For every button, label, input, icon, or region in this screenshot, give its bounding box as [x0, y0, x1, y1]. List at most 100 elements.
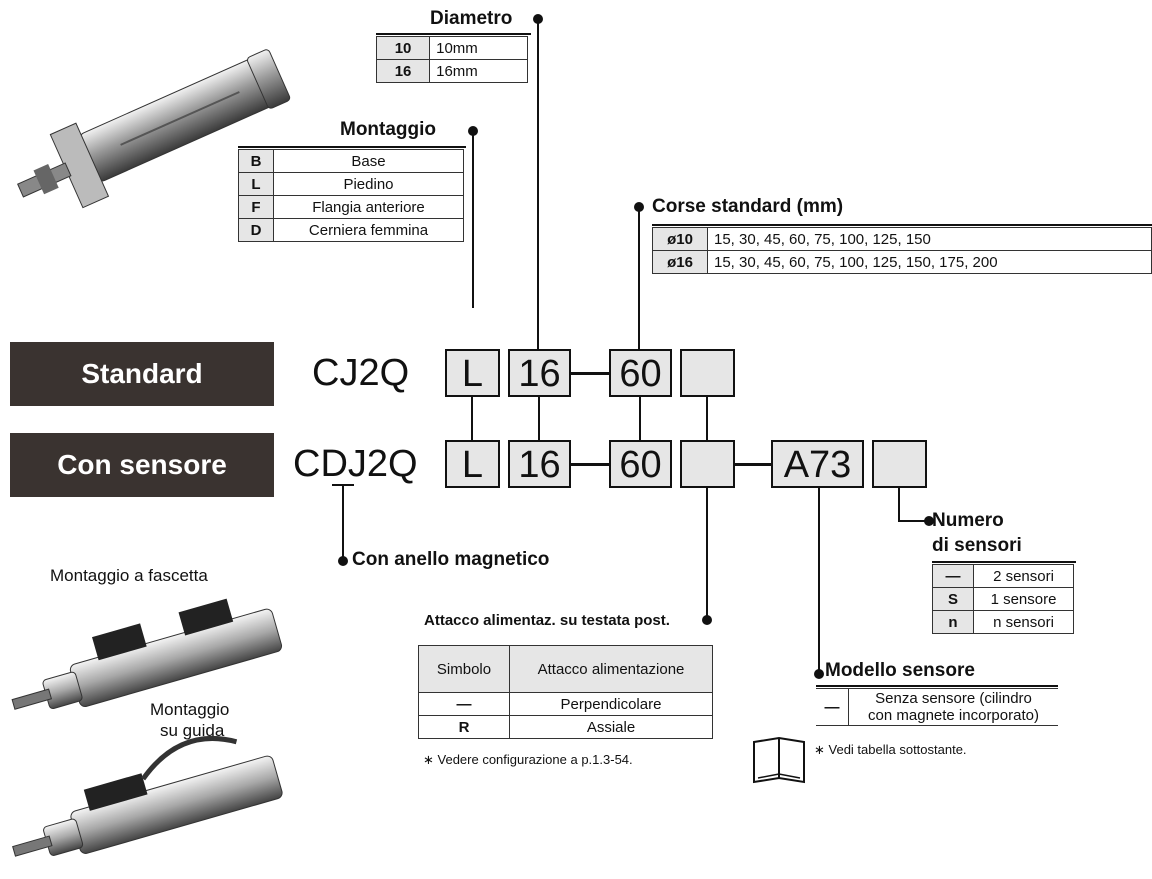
- table-row: —2 sensori: [933, 565, 1074, 588]
- diametro-title: Diametro: [430, 8, 512, 30]
- numero-topline: [932, 561, 1076, 563]
- photo-caption-fascetta: Montaggio a fascetta: [50, 566, 208, 586]
- cell-code: ø10: [653, 228, 708, 251]
- table-row: 1010mm: [377, 37, 528, 60]
- diametro-leader: [537, 18, 539, 349]
- table-row: —Perpendicolare: [419, 693, 713, 716]
- standard-code-bore: 16: [508, 349, 571, 397]
- attacco-leader: [706, 488, 708, 619]
- corse-table: ø1015, 30, 45, 60, 75, 100, 125, 150 ø16…: [652, 227, 1152, 274]
- cell-value: 2 sensori: [974, 565, 1074, 588]
- attacco-title: Attacco alimentaz. su testata post.: [424, 612, 670, 629]
- cell-code: —: [816, 689, 849, 726]
- connector-port: [706, 397, 708, 440]
- cell-code: —: [933, 565, 974, 588]
- cell-code: n: [933, 611, 974, 634]
- numero-leader-v: [898, 488, 900, 522]
- sensor-code-count: [872, 440, 927, 488]
- cell-value-line: con magnete incorporato): [855, 707, 1052, 724]
- connector-stroke: [639, 397, 641, 440]
- cell-code: D: [239, 219, 274, 242]
- cell-code: ø16: [653, 251, 708, 274]
- table-row: BBase: [239, 150, 464, 173]
- cell-code: 10: [377, 37, 430, 60]
- montaggio-leader: [472, 130, 474, 308]
- numero-title-1: Numero: [932, 510, 1004, 532]
- sensor-label: Con sensore: [10, 433, 274, 497]
- standard-dash: [571, 372, 609, 375]
- standard-code-stroke: 60: [609, 349, 672, 397]
- anello-dot: [338, 556, 348, 566]
- sensor-dash-2: [735, 463, 771, 466]
- montaggio-topline: [238, 146, 466, 148]
- numero-leader-h: [898, 520, 926, 522]
- attacco-table: Simbolo Attacco alimentazione —Perpendic…: [418, 645, 713, 739]
- modello-leader: [818, 488, 820, 674]
- corse-title: Corse standard (mm): [652, 196, 843, 218]
- anello-title: Con anello magnetico: [352, 549, 549, 571]
- cell-code: 16: [377, 60, 430, 83]
- cell-value: Perpendicolare: [510, 693, 713, 716]
- table-row: 1616mm: [377, 60, 528, 83]
- standard-code-mount: L: [445, 349, 500, 397]
- cell-value: 15, 30, 45, 60, 75, 100, 125, 150: [708, 228, 1152, 251]
- connector-mount: [471, 397, 473, 440]
- cell-value: n sensori: [974, 611, 1074, 634]
- cell-value: Piedino: [274, 173, 464, 196]
- table-header: Simbolo Attacco alimentazione: [419, 646, 713, 693]
- cell-code: —: [419, 693, 510, 716]
- photo-caption-guida-1: Montaggio: [150, 700, 229, 720]
- anello-leader: [342, 486, 344, 561]
- cell-value: Assiale: [510, 716, 713, 739]
- diametro-topline: [376, 33, 531, 35]
- cell-code: R: [419, 716, 510, 739]
- sensor-dash-1: [571, 463, 609, 466]
- corse-topline: [652, 224, 1152, 226]
- attacco-note: ∗ Vedere configurazione a p.1.3-54.: [423, 752, 633, 768]
- modello-table: — Senza sensore (cilindro con magnete in…: [816, 688, 1058, 726]
- cell-code: F: [239, 196, 274, 219]
- cell-code: L: [239, 173, 274, 196]
- sensor-code-mount: L: [445, 440, 500, 488]
- standard-code-port: [680, 349, 735, 397]
- montaggio-title: Montaggio: [340, 119, 436, 141]
- cell-value: Cerniera femmina: [274, 219, 464, 242]
- cell-value: 1 sensore: [974, 588, 1074, 611]
- modello-note: ∗ Vedi tabella sottostante.: [814, 742, 967, 758]
- cell-value: Senza sensore (cilindro con magnete inco…: [849, 689, 1059, 726]
- sensor-code-switch: A73: [771, 440, 864, 488]
- table-row: — Senza sensore (cilindro con magnete in…: [816, 689, 1058, 726]
- sensor-code-bore: 16: [508, 440, 571, 488]
- numero-title-2: di sensori: [932, 535, 1022, 557]
- modello-dot: [814, 669, 824, 679]
- cell-code: B: [239, 150, 274, 173]
- cell-value: Flangia anteriore: [274, 196, 464, 219]
- cell-value: 16mm: [430, 60, 528, 83]
- corse-leader: [638, 206, 640, 349]
- cell-value-line: Senza sensore (cilindro: [855, 690, 1052, 707]
- attacco-dot: [702, 615, 712, 625]
- cylinder-photo-rail: [0, 728, 300, 878]
- sensor-code-port: [680, 440, 735, 488]
- connector-bore: [538, 397, 540, 440]
- modello-topline: [816, 685, 1058, 687]
- book-icon: [750, 734, 808, 786]
- sensor-code-stroke: 60: [609, 440, 672, 488]
- cell-code: S: [933, 588, 974, 611]
- header-cell: Simbolo: [419, 646, 510, 693]
- header-cell: Attacco alimentazione: [510, 646, 713, 693]
- cell-value: 15, 30, 45, 60, 75, 100, 125, 150, 175, …: [708, 251, 1152, 274]
- modello-title: Modello sensore: [825, 660, 975, 682]
- standard-prefix: CJ2Q: [312, 350, 409, 396]
- sensor-prefix: CDJ2Q: [293, 441, 418, 487]
